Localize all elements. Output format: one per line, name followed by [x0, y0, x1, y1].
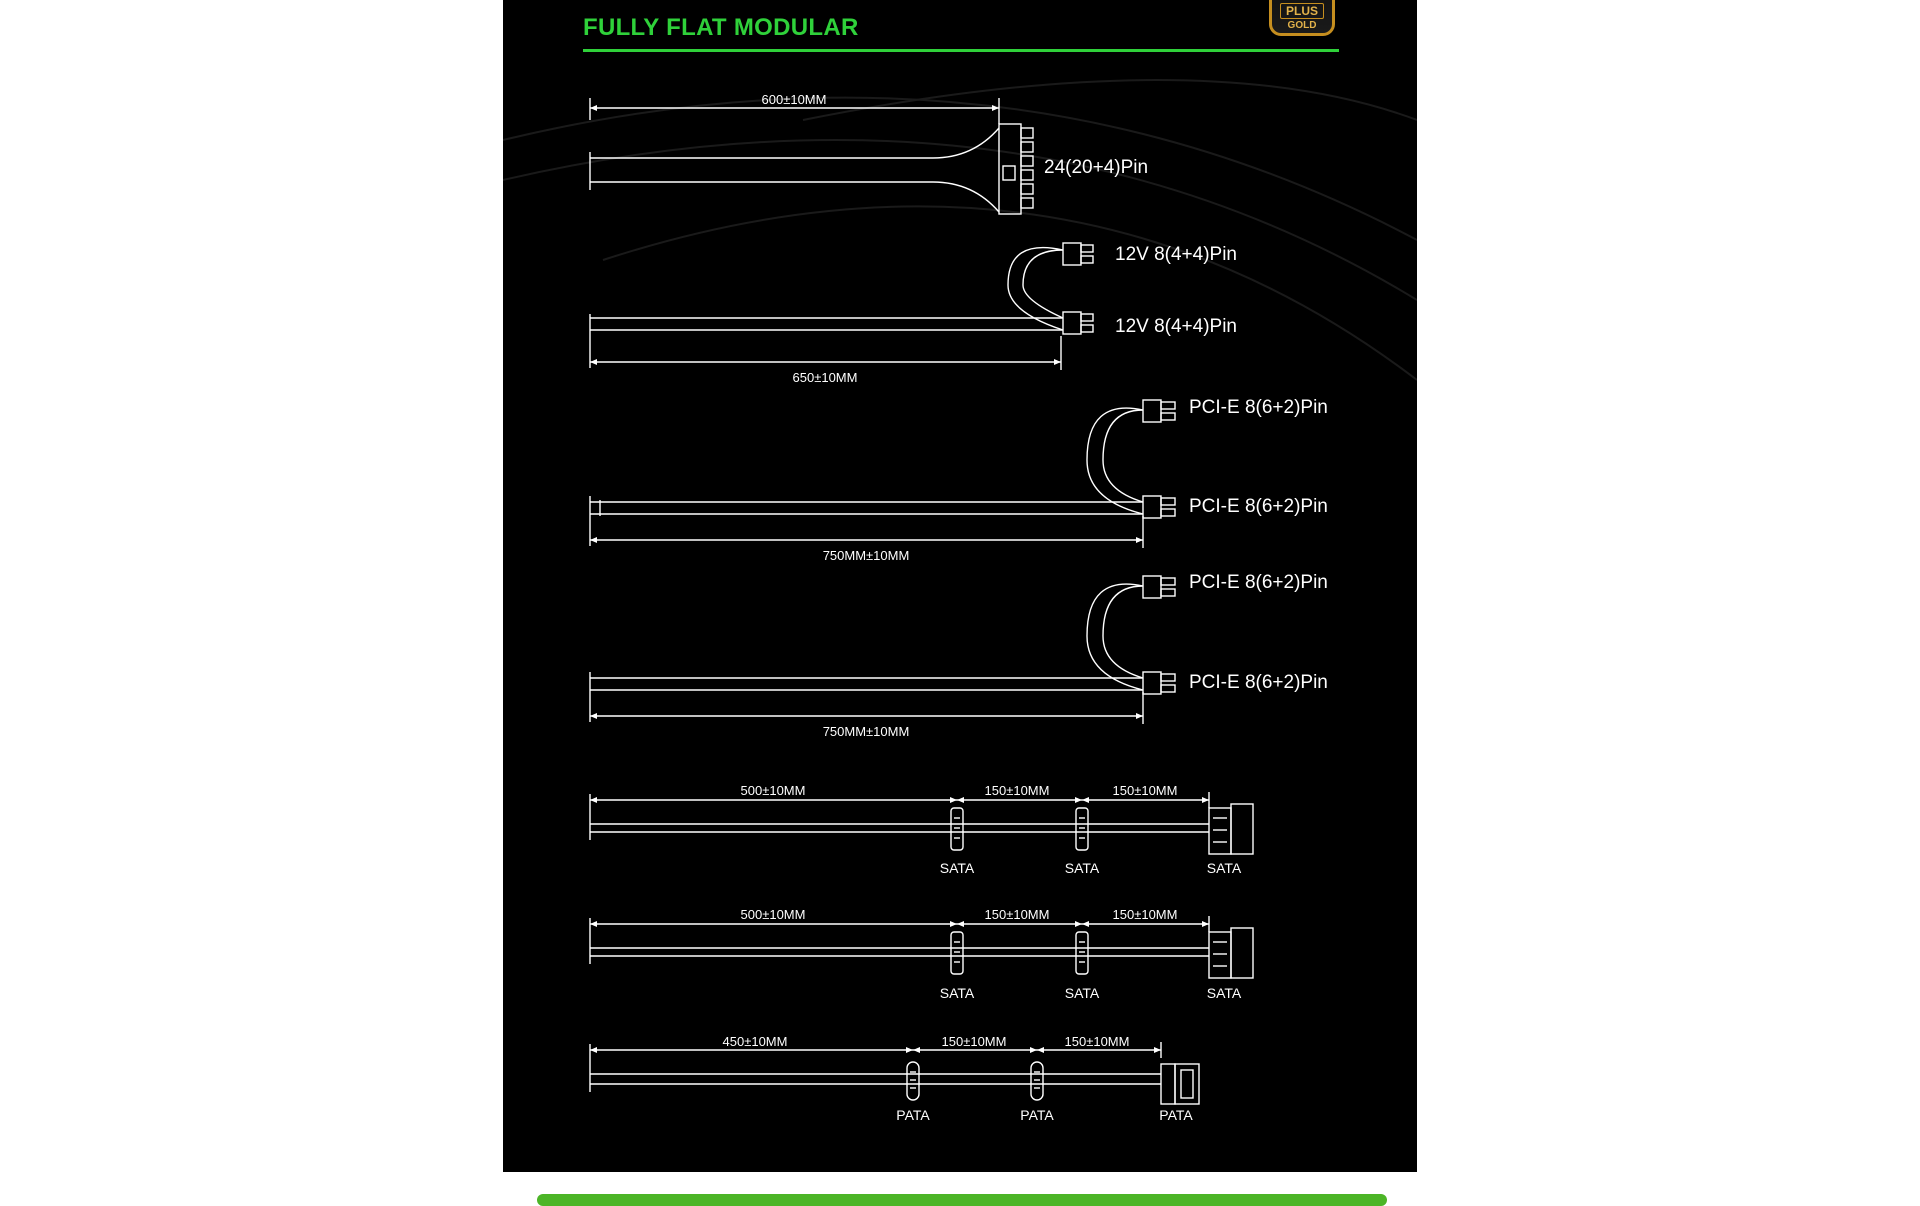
pata-connector-2-icon	[1030, 1061, 1044, 1101]
sata-cable-1	[589, 792, 1254, 855]
section-title: FULLY FLAT MODULAR	[583, 14, 859, 41]
sata2-segment-label-1: 500±10MM	[741, 907, 806, 922]
pata-segment-label-2: 150±10MM	[942, 1034, 1007, 1049]
cpu-length-label: 650±10MM	[793, 370, 858, 385]
pcie-cable-2	[589, 575, 1176, 724]
sata1-connector-label-3: SATA	[1207, 860, 1242, 876]
sata2-end-connector-icon	[1208, 927, 1254, 979]
pcie1-connector-label-1: PCI-E 8(6+2)Pin	[1189, 397, 1328, 418]
sata-cable-2	[589, 916, 1254, 979]
badge-plus-text: PLUS	[1280, 3, 1324, 19]
bottom-green-bar	[537, 1194, 1387, 1206]
title-underline	[583, 49, 1339, 52]
sata1-segment-label-3: 150±10MM	[1113, 783, 1178, 798]
sata1-connector-2-icon	[1075, 807, 1089, 851]
sata2-connector-label-2: SATA	[1065, 985, 1100, 1001]
pcie2-connector-label-1: PCI-E 8(6+2)Pin	[1189, 572, 1328, 593]
pcie1-length-label: 750MM±10MM	[823, 548, 910, 563]
sata1-end-connector-icon	[1208, 803, 1254, 855]
atx-connector-label: 24(20+4)Pin	[1044, 157, 1148, 178]
80-plus-gold-badge-icon: PLUS GOLD	[1269, 0, 1335, 36]
atx-cable	[589, 98, 1034, 215]
sata2-segment-label-3: 150±10MM	[1113, 907, 1178, 922]
pata-connector-label-3: PATA	[1159, 1107, 1193, 1123]
pata-segment-label-1: 450±10MM	[723, 1034, 788, 1049]
sata1-connector-label-1: SATA	[940, 860, 975, 876]
sata2-connector-1-icon	[950, 931, 964, 975]
pata-segment-label-3: 150±10MM	[1065, 1034, 1130, 1049]
sata2-segment-label-2: 150±10MM	[985, 907, 1050, 922]
pcie-cable-1	[589, 399, 1176, 548]
pcie1-connector-label-2: PCI-E 8(6+2)Pin	[1189, 496, 1328, 517]
pata-connector-1-icon	[906, 1061, 920, 1101]
pcie1-8pin-connector-icon	[1142, 399, 1176, 519]
background-arcs	[503, 79, 1417, 381]
pcie2-8pin-connector-icon	[1142, 575, 1176, 695]
atx-24pin-connector-icon	[998, 123, 1034, 215]
badge-tier-text: GOLD	[1287, 20, 1317, 31]
pcie2-length-label: 750MM±10MM	[823, 724, 910, 739]
sata2-connector-2-icon	[1075, 931, 1089, 975]
pata-end-connector-icon	[1160, 1063, 1200, 1105]
sata1-segment-label-2: 150±10MM	[985, 783, 1050, 798]
cpu-cable	[589, 242, 1094, 370]
sata1-segment-label-1: 500±10MM	[741, 783, 806, 798]
sata2-connector-label-3: SATA	[1207, 985, 1242, 1001]
pata-connector-label-1: PATA	[896, 1107, 930, 1123]
cpu-connector-label-2: 12V 8(4+4)Pin	[1115, 316, 1237, 337]
sata1-connector-1-icon	[950, 807, 964, 851]
pcie2-connector-label-2: PCI-E 8(6+2)Pin	[1189, 672, 1328, 693]
pata-connector-label-2: PATA	[1020, 1107, 1054, 1123]
cpu-8pin-connector-icon	[1062, 242, 1094, 335]
pata-cable	[589, 1042, 1200, 1105]
cable-diagram: 600±10MM 24(20+4)Pin 12V 8(4+4)Pin 12V 8…	[503, 79, 1417, 1123]
atx-length-label: 600±10MM	[762, 92, 827, 107]
sata2-connector-label-1: SATA	[940, 985, 975, 1001]
cable-spec-panel: FULLY FLAT MODULAR PLUS GOLD	[503, 0, 1417, 1172]
cpu-connector-label-1: 12V 8(4+4)Pin	[1115, 244, 1237, 265]
sata1-connector-label-2: SATA	[1065, 860, 1100, 876]
